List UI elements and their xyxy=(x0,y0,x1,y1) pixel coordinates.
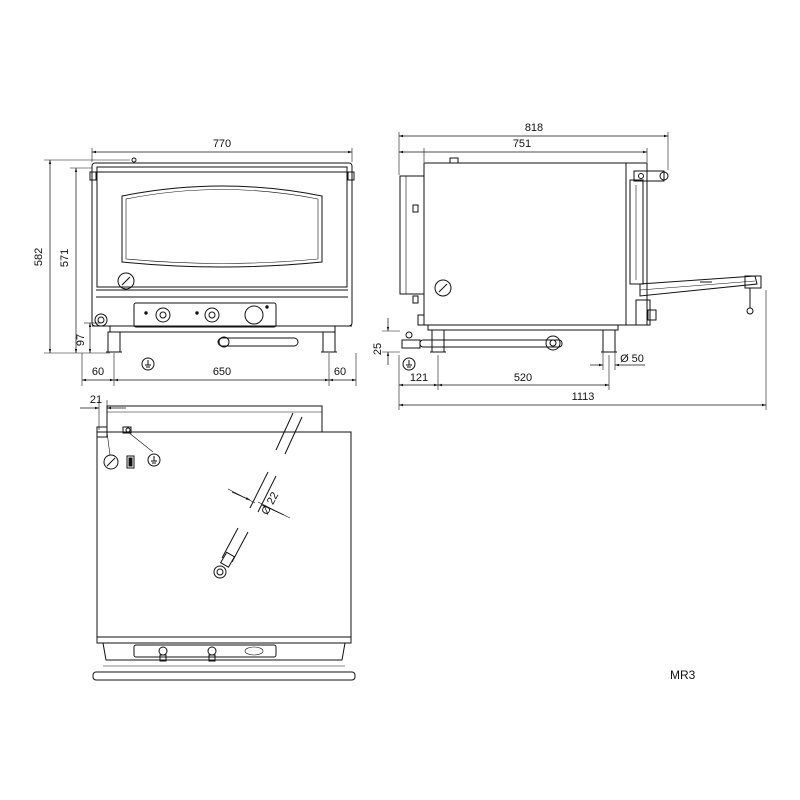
side-foot-diameter-dimension: Ø 50 xyxy=(620,353,644,365)
side-rear-offset-dimension: 121 xyxy=(410,372,428,384)
front-foot-height-dimension: 97 xyxy=(75,334,87,346)
side-body-depth-dimension: 751 xyxy=(513,138,531,150)
top-connection-offset-dimension: 21 xyxy=(90,394,102,406)
top-pipe-diameter-dimension: Ø 22 xyxy=(259,490,281,517)
side-open-depth-dimension: 1113 xyxy=(572,391,595,403)
side-foot-clearance-dimension: 25 xyxy=(372,343,384,355)
front-left-offset-dimension: 60 xyxy=(92,366,104,378)
front-foot-span-dimension: 650 xyxy=(213,366,231,378)
front-height-inner-dimension: 571 xyxy=(59,249,71,267)
side-total-depth-dimension: 818 xyxy=(525,122,543,134)
side-view: 818 751 xyxy=(372,122,767,410)
top-view: 21 xyxy=(80,394,356,681)
model-code-label: MR3 xyxy=(670,668,696,682)
front-right-offset-dimension: 60 xyxy=(334,366,346,378)
front-view: 770 582 571 97 xyxy=(33,138,357,386)
front-width-dimension: 770 xyxy=(213,138,231,150)
front-height-outer-dimension: 582 xyxy=(33,248,45,266)
side-foot-span-dimension: 520 xyxy=(514,372,532,384)
